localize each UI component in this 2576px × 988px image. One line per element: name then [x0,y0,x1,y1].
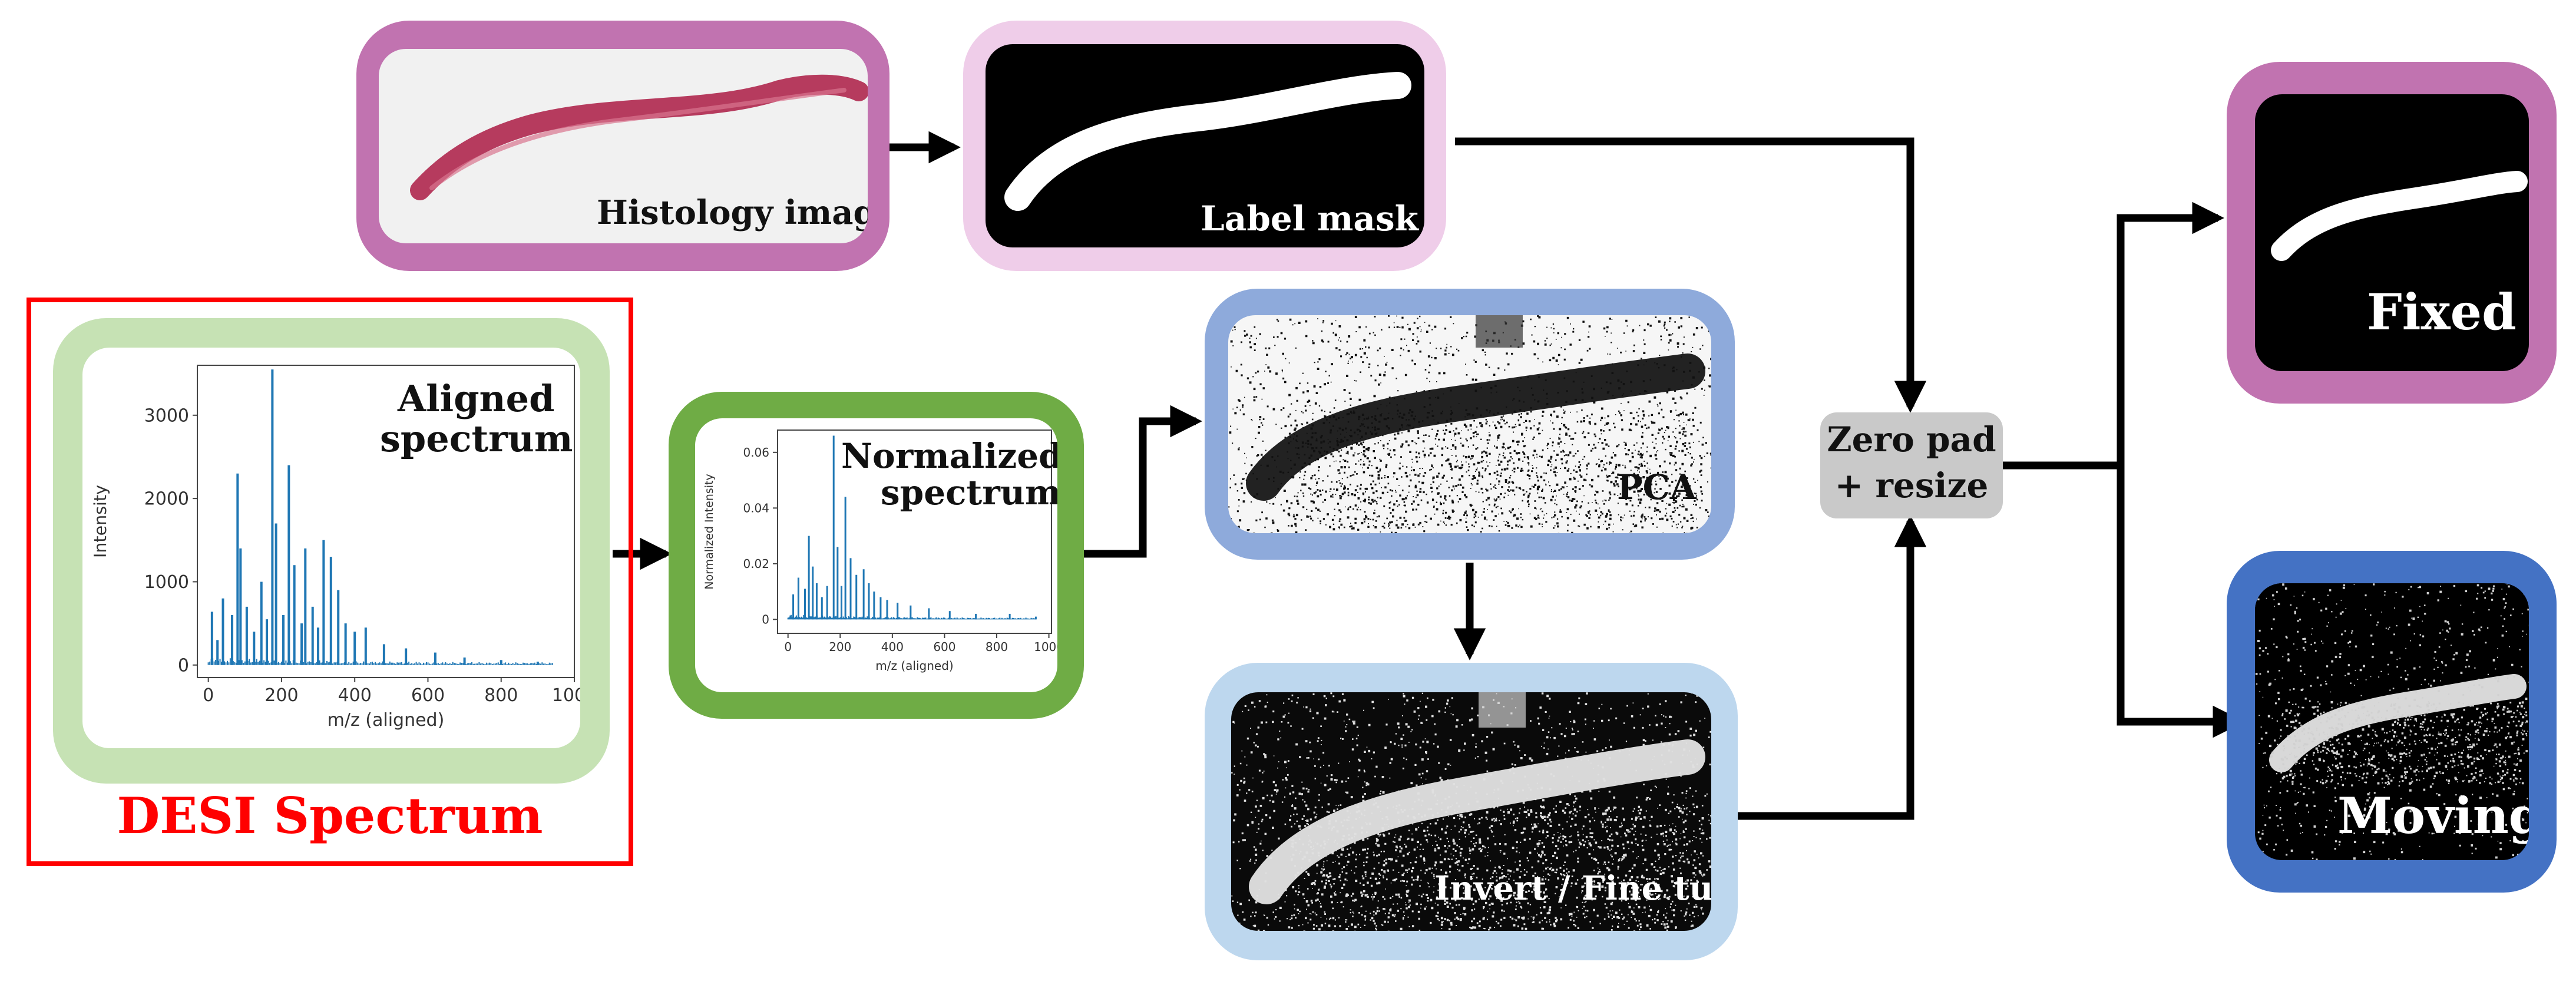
x-axis-label: m/z (aligned) [875,659,953,673]
zero-pad-resize-node [1820,412,2003,518]
y-tick-label: 3000 [144,405,189,426]
x-tick-label: 1000 [552,685,580,706]
speckle-noise [1231,692,1711,931]
y-tick-label: 0 [762,612,769,626]
histology-node: Histology image [356,21,889,271]
fixed-node: Fixed [2227,62,2557,404]
zero-pad-label-line2: + resize [1834,465,1989,505]
pca-label: PCA [1617,467,1697,507]
x-tick-label: 0 [784,640,792,654]
histology-label: Histology image [597,193,868,232]
arrow-split-to-fixed [2117,201,2224,722]
moving-image: Moving [2255,583,2529,860]
x-axis-label: m/z (aligned) [328,710,445,731]
arrow-invert-to-zeropad [1738,515,1927,820]
label-mask-image: Label mask [986,44,1424,247]
y-tick-label: 1000 [144,572,189,593]
x-tick-label: 600 [933,640,955,654]
normalized-spectrum-chart: 0 200 400 600 800 1000 0 0.02 0.04 0.06 m/z (align… [703,429,1057,673]
x-tick-label: 800 [986,640,1008,654]
normalized-spectrum-node: 0 200 400 600 800 1000 0 0.02 0.04 0.06 m/z (align… [669,392,1084,719]
x-tick-label: 1000 [1034,640,1057,654]
desi-spectrum-box [27,298,633,866]
invert-node: Invert / Fine tune [1205,663,1738,960]
x-tick-label: 200 [264,685,298,706]
y-axis-label: Normalized Intensity [703,474,716,590]
pca-node: PCA [1205,289,1735,560]
y-axis-label: Intensity [91,485,110,558]
arrow-normalized-to-pca [1084,405,1202,558]
x-tick-label: 200 [829,640,851,654]
spectrum-noise [787,614,1036,620]
desi-spectrum-label: DESI Spectrum [117,787,543,845]
y-tick-label: 0.04 [743,501,769,515]
normalized-label-line2: spectrum [881,472,1057,513]
y-tick-label: 2000 [144,489,189,510]
aligned-spectrum-node: 0 200 400 600 800 1000 0 1000 2000 3000 m/z (align… [53,318,610,784]
aligned-label-line1: Aligned [398,377,555,420]
x-tick-label: 400 [881,640,904,654]
arrow-label-to-zeropad [1455,137,1927,413]
y-tick-label: 0.02 [743,557,769,571]
x-tick-label: 400 [338,685,372,706]
plot-area [197,365,575,678]
moving-map [2255,583,2529,860]
x-tick-label: 0 [203,685,214,706]
invert-top-artifact [1479,692,1526,728]
y-tick-label: 0.06 [743,445,769,460]
normalized-spectrum-panel: 0 200 400 600 800 1000 0 0.02 0.04 0.06 m/z (align… [695,418,1057,692]
zero-pad-label-line1: Zero pad [1827,419,1996,460]
aligned-label-line2: spectrum [380,417,573,460]
plot-area [777,429,1052,634]
aligned-spectrum-panel: 0 200 400 600 800 1000 0 1000 2000 3000 m/z (align… [82,348,580,748]
inverted-map [1231,692,1711,931]
pca-map [1228,315,1711,533]
y-tick-label: 0 [178,655,189,676]
mask-shape [1004,72,1411,211]
aligned-spectrum-chart: 0 200 400 600 800 1000 0 1000 2000 3000 m/z (align… [91,365,580,731]
fixed-label: Fixed [2367,283,2517,341]
histology-image: Histology image [379,49,868,243]
moving-node: Moving [2227,551,2557,893]
label-mask-label: Label mask [1201,199,1418,239]
x-tick-label: 800 [484,685,518,706]
pca-image: PCA [1228,315,1711,533]
arrow-split-to-moving [2117,465,2245,738]
invert-image: Invert / Fine tune [1231,692,1711,931]
invert-label: Invert / Fine tune [1434,869,1711,908]
tissue-section-image [410,74,868,200]
pca-top-artifact [1476,315,1523,348]
moving-top-pad [2255,583,2529,654]
label-mask-node: Label mask [963,21,1446,271]
x-tick-label: 600 [411,685,445,706]
normalized-label-line1: Normalized [841,436,1057,476]
moving-label: Moving [2337,787,2529,845]
fixed-image: Fixed [2255,94,2529,371]
fixed-mask-shape [2271,171,2528,261]
